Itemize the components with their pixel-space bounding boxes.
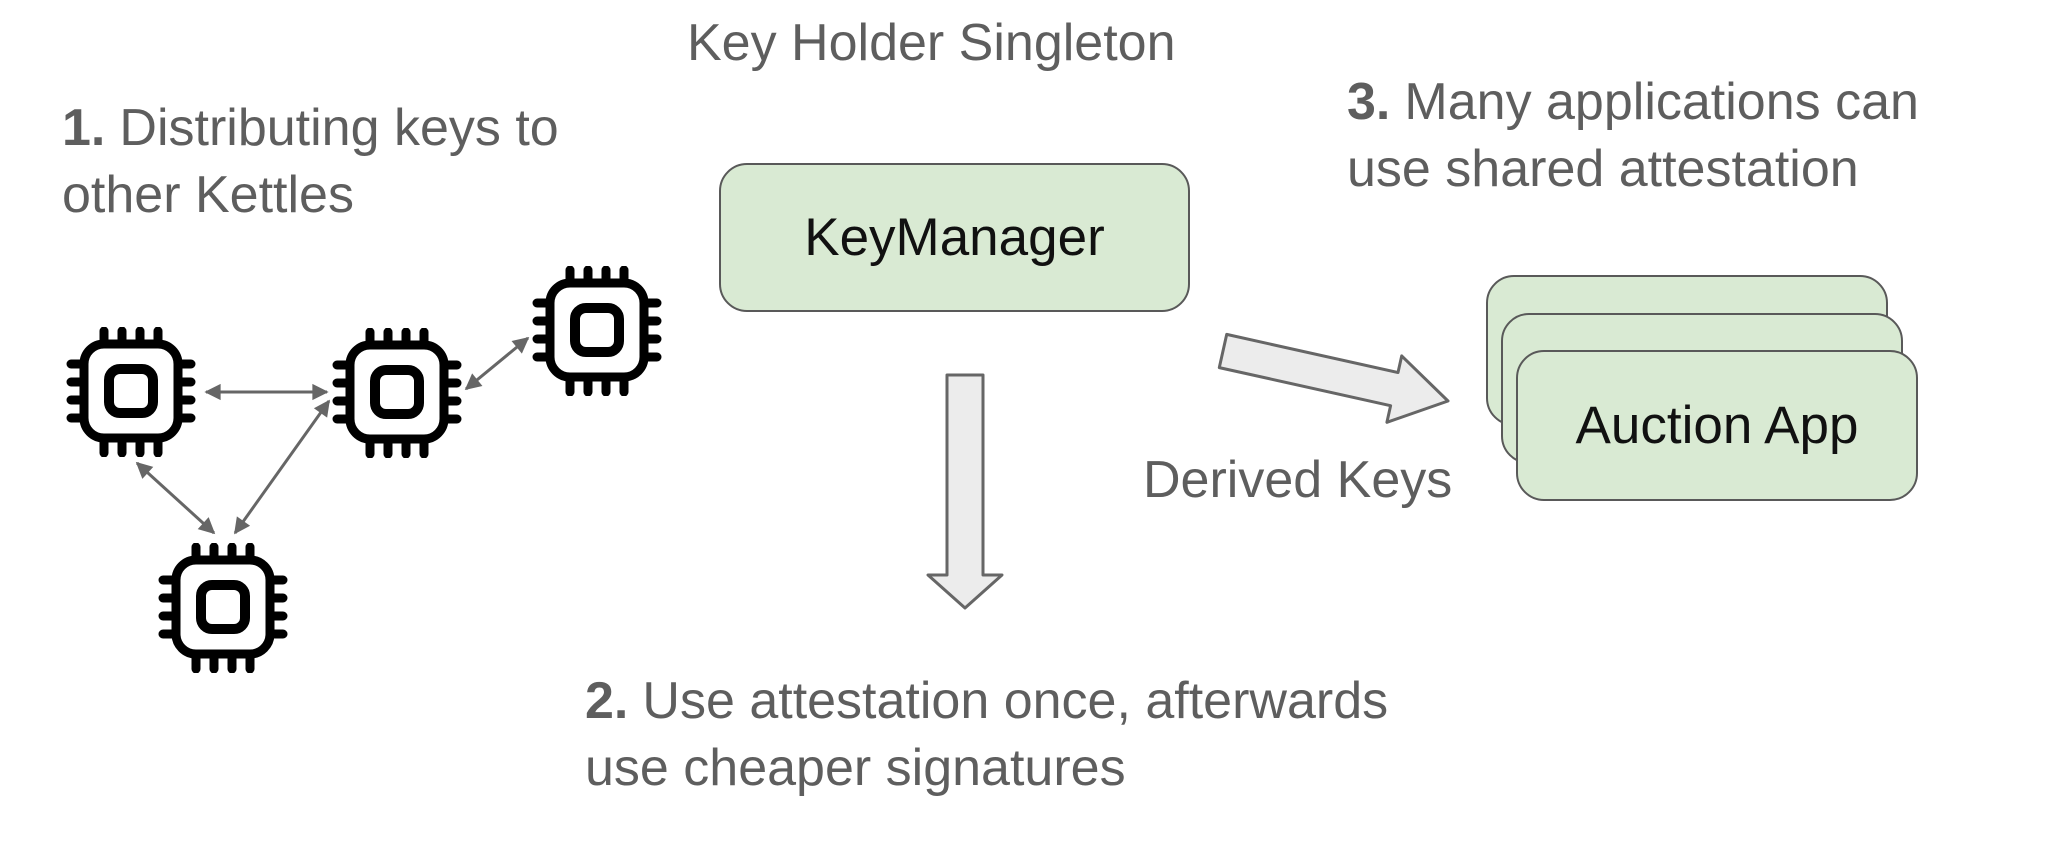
connector-kettle2-kettle4 <box>233 399 331 535</box>
connector-kettle2-kettle3 <box>464 336 530 391</box>
annotation-1: 1.Distributing keys to other Kettles <box>62 95 559 229</box>
annotation-1-text: Distributing keys to <box>119 99 559 157</box>
key-manager-node: KeyManager <box>719 163 1190 312</box>
annotation-1-line-1: 1.Distributing keys to <box>62 95 559 162</box>
annotation-2: 2.Use attestation once, afterwards use c… <box>585 668 1388 802</box>
auction-app-label: Auction App <box>1575 396 1859 455</box>
microchip-icon <box>337 332 457 454</box>
annotation-3-number: 3. <box>1347 73 1391 131</box>
annotation-3-line-1: 3.Many applications can <box>1347 69 1919 136</box>
annotation-1-line-2: other Kettles <box>62 166 354 224</box>
annotation-3-line-2: use shared attestation <box>1347 140 1859 198</box>
diagram-title: Key Holder Singleton <box>687 14 1176 72</box>
annotation-2-number: 2. <box>585 672 629 730</box>
annotation-2-line-2: use cheaper signatures <box>585 739 1126 797</box>
annotation-3: 3.Many applications can use shared attes… <box>1347 69 1919 203</box>
microchip-icon <box>71 331 191 453</box>
connector-kettle1-kettle4 <box>135 461 216 535</box>
derived-keys-label: Derived Keys <box>1143 451 1453 509</box>
key-manager-label: KeyManager <box>804 208 1105 267</box>
diagonal-block-arrow <box>1217 332 1450 424</box>
annotation-3-text: Many applications can <box>1404 73 1919 131</box>
annotation-2-text: Use attestation once, afterwards <box>642 672 1389 730</box>
down-block-arrow <box>926 373 1004 610</box>
microchip-icon <box>537 270 657 392</box>
microchip-icon <box>163 547 283 669</box>
annotation-2-line-1: 2.Use attestation once, afterwards <box>585 668 1388 735</box>
annotation-1-number: 1. <box>62 99 106 157</box>
auction-app-card-front: Auction App <box>1516 350 1918 501</box>
